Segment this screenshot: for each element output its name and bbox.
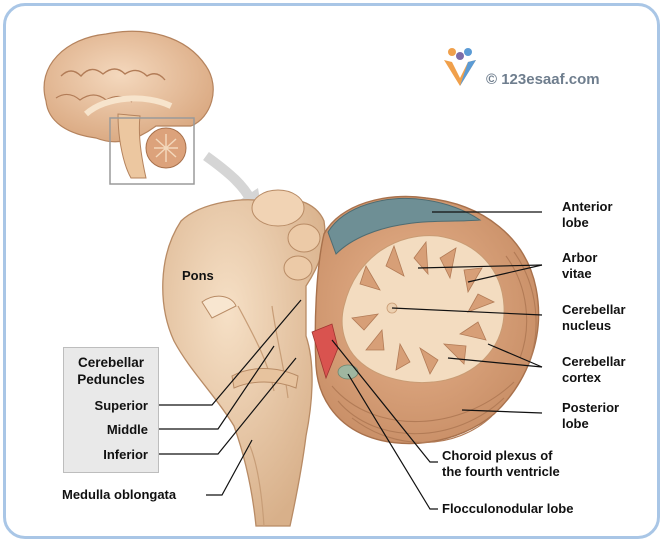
sagittal-brain-inset	[43, 30, 214, 185]
label-flocculonodular-lobe: Flocculonodular lobe	[442, 501, 574, 516]
label-pons: Pons	[182, 268, 214, 283]
cerebellum-illustration	[43, 30, 543, 527]
brainstem	[162, 189, 326, 527]
watermark-text: © 123esaaf.com	[486, 71, 600, 88]
cerebellum	[311, 195, 540, 445]
flocculonodular-region	[337, 364, 359, 380]
label-inferior: Inferior	[103, 447, 148, 462]
label-medulla-oblongata: Medulla oblongata	[62, 487, 177, 502]
leader-lines	[159, 211, 543, 510]
logo-icon	[444, 48, 476, 86]
label-superior: Superior	[94, 398, 148, 413]
label-middle: Middle	[106, 422, 148, 437]
